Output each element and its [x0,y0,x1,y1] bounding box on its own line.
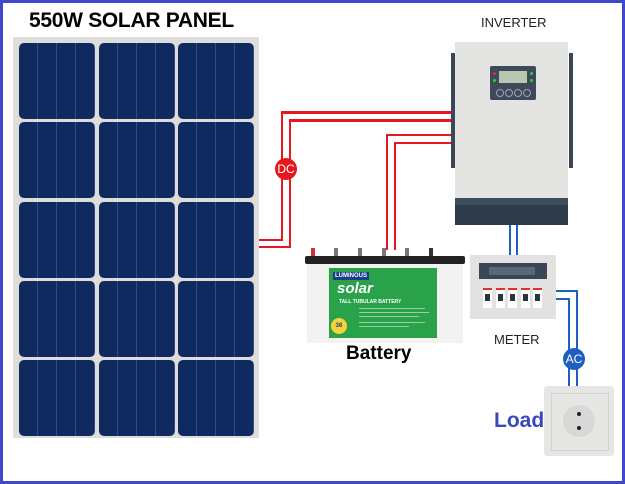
status-led [493,79,496,82]
battery-brand-label: LUMINOUS solar TALL TUBULAR BATTERY 36 [329,268,437,338]
sun-badge: 36 [331,318,347,334]
socket-hole [577,412,581,416]
solar-panel [13,37,259,438]
inverter-base-strip [455,198,568,205]
breaker-switch [496,288,505,308]
meter-label: METER [494,332,540,347]
breaker-switch [533,288,542,308]
socket-plate [551,393,609,451]
power-socket [544,386,614,456]
inverter-side-rail [451,53,455,168]
battery-subtitle: TALL TUBULAR BATTERY [339,299,402,305]
solar-cell [19,201,95,278]
inverter-side-rail [569,53,573,168]
solar-cell [19,122,95,199]
battery-terminal [405,248,409,258]
battery-terminal [358,248,362,258]
fine-print-line [359,316,419,317]
dc-badge: DC [275,158,297,180]
fine-print-line [359,322,425,323]
solar-cell [178,201,254,278]
battery-terminal [429,248,433,258]
solar-cell [19,43,95,119]
socket-outlet [563,405,595,437]
inverter-base [455,205,568,225]
solar-cell [19,360,95,437]
solar-cell [178,360,254,437]
solar-cell [98,360,175,437]
inverter-control-panel [490,66,536,100]
inverter-button [505,89,513,97]
battery-brand: LUMINOUS [333,272,369,280]
meter [470,255,556,319]
inverter-button [523,89,531,97]
battery-lid [305,256,465,264]
inverter-button [514,89,522,97]
fine-print-line [359,326,409,327]
inverter-lcd-display [499,71,527,83]
battery-body: LUMINOUS solar TALL TUBULAR BATTERY 36 [307,264,463,343]
solar-cell [19,280,95,357]
solar-cell [98,43,175,119]
solar-cell [178,43,254,119]
solar-cell [178,122,254,199]
battery: LUMINOUS solar TALL TUBULAR BATTERY 36 [305,248,465,343]
status-led [493,72,496,75]
breaker-switch [508,288,517,308]
inverter-label: INVERTER [481,15,547,30]
battery-terminal [382,248,386,258]
load-label: Load [494,409,545,432]
fine-print-line [359,312,429,313]
battery-product: solar [337,280,373,297]
breaker-switch [483,288,492,308]
status-led [530,72,533,75]
solar-cell [98,201,175,278]
fine-print-line [359,308,425,309]
solar-cell [178,280,254,357]
status-led [530,79,533,82]
inverter [455,42,568,225]
battery-label: Battery [346,343,412,364]
breaker-switch [521,288,530,308]
battery-terminal [334,248,338,258]
solar-cell [98,280,175,357]
inverter-button [496,89,504,97]
diagram-title: 550W SOLAR PANEL [29,9,234,32]
battery-terminal [311,248,315,258]
socket-hole [577,426,581,430]
ac-badge: AC [563,348,585,370]
meter-display [479,263,547,279]
solar-cell [98,122,175,199]
